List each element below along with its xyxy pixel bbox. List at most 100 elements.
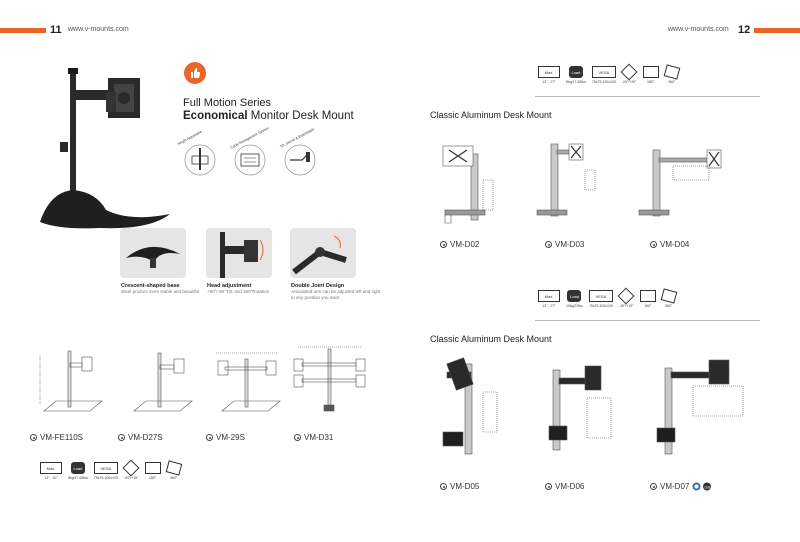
section1-drawings	[442, 143, 722, 224]
right-site-url: www.v-mounts.com	[668, 26, 729, 33]
spec-value: -20°/+20°	[621, 80, 637, 84]
spec-value: 13" - 27"	[542, 80, 556, 84]
feature-2-title: Head adjustment	[207, 283, 252, 289]
screen-size-icon: Max.	[538, 290, 560, 302]
model-label: VM-D02	[450, 240, 480, 249]
model-label: VM-D06	[555, 482, 585, 491]
spec-load: Load 10kg/22lbs	[566, 290, 583, 308]
screen-size-icon: Max.	[40, 462, 62, 474]
model-label: VM-D03	[555, 240, 585, 249]
rotation-icon	[660, 288, 678, 304]
thumbs-up-icon	[184, 62, 206, 84]
left-orange-bar	[0, 28, 46, 33]
series-subtitle: Economical Monitor Desk Mount	[183, 110, 354, 122]
tilt-icon	[122, 459, 140, 477]
model-vm-d31[interactable]: VM-D31	[294, 433, 382, 442]
vesa-icon: VESA	[591, 66, 616, 78]
feature-1-desc: Steel product more stable and beautiful	[121, 289, 200, 294]
feature-photo-joint	[290, 228, 356, 278]
bullet-icon	[118, 434, 125, 441]
spec-value: 10kg/22lbs	[566, 304, 583, 308]
spec-rotation: 360°	[165, 460, 182, 480]
section1-title: Classic Aluminum Desk Mount	[430, 110, 552, 120]
spec-vesa: VESA 75x75,100x100	[591, 66, 616, 84]
model-vm-d27s[interactable]: VM-D27S	[118, 433, 206, 442]
left-page-number: 11	[50, 24, 62, 36]
spec-screen-size: Max.13" - 27"	[538, 66, 560, 84]
spec-value: -15°/+15°	[618, 304, 634, 308]
model-vm-d04[interactable]: VM-D04	[650, 240, 755, 249]
svg-text:GS: GS	[705, 485, 711, 490]
spec-tilt: -20°/+20°	[620, 63, 638, 84]
feature-3-title: Double Joint Design	[291, 283, 345, 289]
model-label: VM-D04	[660, 240, 690, 249]
spec-rotation: 360°	[660, 288, 678, 308]
model-vm-d02[interactable]: VM-D02	[440, 240, 545, 249]
spec-value: 8kg/17.63lbs	[566, 80, 586, 84]
model-vm-d06[interactable]: VM-D06	[545, 482, 650, 491]
feature-2: Head adjustment +90°/-90°Tilt, and 360°R…	[207, 283, 282, 295]
spec-value: 13" - 27"	[542, 304, 556, 308]
tilt-swivel-badge: Tilt, Swivel & Extendable	[279, 127, 320, 178]
hero-product-image	[40, 68, 170, 229]
bullet-icon	[294, 434, 301, 441]
spec-swivel: 180°	[639, 290, 656, 308]
tilt-icon	[620, 63, 638, 81]
model-vm-d07[interactable]: VM-D07 GS	[650, 482, 760, 491]
spec-tilt: -15°/+15°	[617, 287, 635, 308]
weight-icon: Load	[70, 462, 85, 474]
spec-swivel: 180°	[144, 462, 161, 480]
bullet-icon	[206, 434, 213, 441]
vesa-icon: VESA	[588, 290, 613, 302]
left-spec-row: Max. 13" - 32" Load 8kg/17.63lbs VESA 75x75…	[40, 459, 182, 480]
spec-value: 75x75,100x100	[93, 476, 118, 480]
height-adjustable-badge: Height Adjustable	[177, 130, 220, 178]
function-badges: Height Adjustable Cable Management Syste…	[177, 126, 330, 178]
tilt-icon	[617, 287, 635, 305]
bullet-icon	[545, 483, 552, 490]
feature-1-title: Crescent-shaped base	[121, 283, 180, 289]
spec-value: 13" - 32"	[44, 476, 58, 480]
rotation-icon	[663, 64, 680, 80]
spec-value: 180°	[149, 476, 157, 480]
vesa-icon: VESA	[93, 462, 118, 474]
spec-screen-size: Max. 13" - 27"	[538, 290, 560, 308]
feature-3-desc: Articulated arm can be adjusted left and…	[291, 289, 381, 300]
feature-photo-base	[120, 228, 186, 278]
section2-model-row: VM-D05 VM-D06 VM-D07 GS	[440, 482, 760, 491]
feature-3: Double Joint Design Articulated arm can …	[291, 283, 381, 301]
model-vm-d05[interactable]: VM-D05	[440, 482, 545, 491]
spec-value: 8kg/17.63lbs	[68, 476, 88, 480]
model-label: VM-D27S	[128, 433, 163, 442]
spec-value: 360°	[665, 304, 673, 308]
weight-icon: Load	[567, 290, 582, 302]
left-model-row: VM-FE110S VM-D27S VM-29S VM-D31	[30, 433, 390, 442]
spec-value: 180°	[644, 304, 652, 308]
spec-rotation: 360°	[663, 64, 680, 84]
section1-model-row: VM-D02 VM-D03 VM-D04	[440, 240, 760, 249]
spec-screen-size: Max. 13" - 32"	[40, 462, 62, 480]
spec-load: Load 8kg/17.63lbs	[68, 462, 88, 480]
series-title: Full Motion Series	[183, 97, 272, 109]
spec-swivel: 180°	[642, 66, 659, 84]
spec-value: 360°	[668, 80, 676, 84]
swivel-icon	[642, 66, 659, 78]
bullet-icon	[650, 483, 657, 490]
spec-tilt: -90°/+35°	[122, 459, 140, 480]
feature-2-desc: +90°/-90°Tilt, and 360°Rotation	[207, 289, 270, 294]
model-vm-fe110s[interactable]: VM-FE110S	[30, 433, 118, 442]
spec-value: -90°/+35°	[123, 476, 139, 480]
section2-drawings	[442, 357, 744, 455]
model-label: VM-29S	[216, 433, 245, 442]
left-drawings	[39, 346, 366, 412]
spec-value: 180°	[647, 80, 655, 84]
spec-value: 75x75,100x100	[591, 80, 616, 84]
model-label: VM-D05	[450, 482, 480, 491]
model-vm-29s[interactable]: VM-29S	[206, 433, 294, 442]
section2-divider	[535, 320, 760, 321]
model-vm-d03[interactable]: VM-D03	[545, 240, 650, 249]
section1-divider	[535, 96, 760, 97]
